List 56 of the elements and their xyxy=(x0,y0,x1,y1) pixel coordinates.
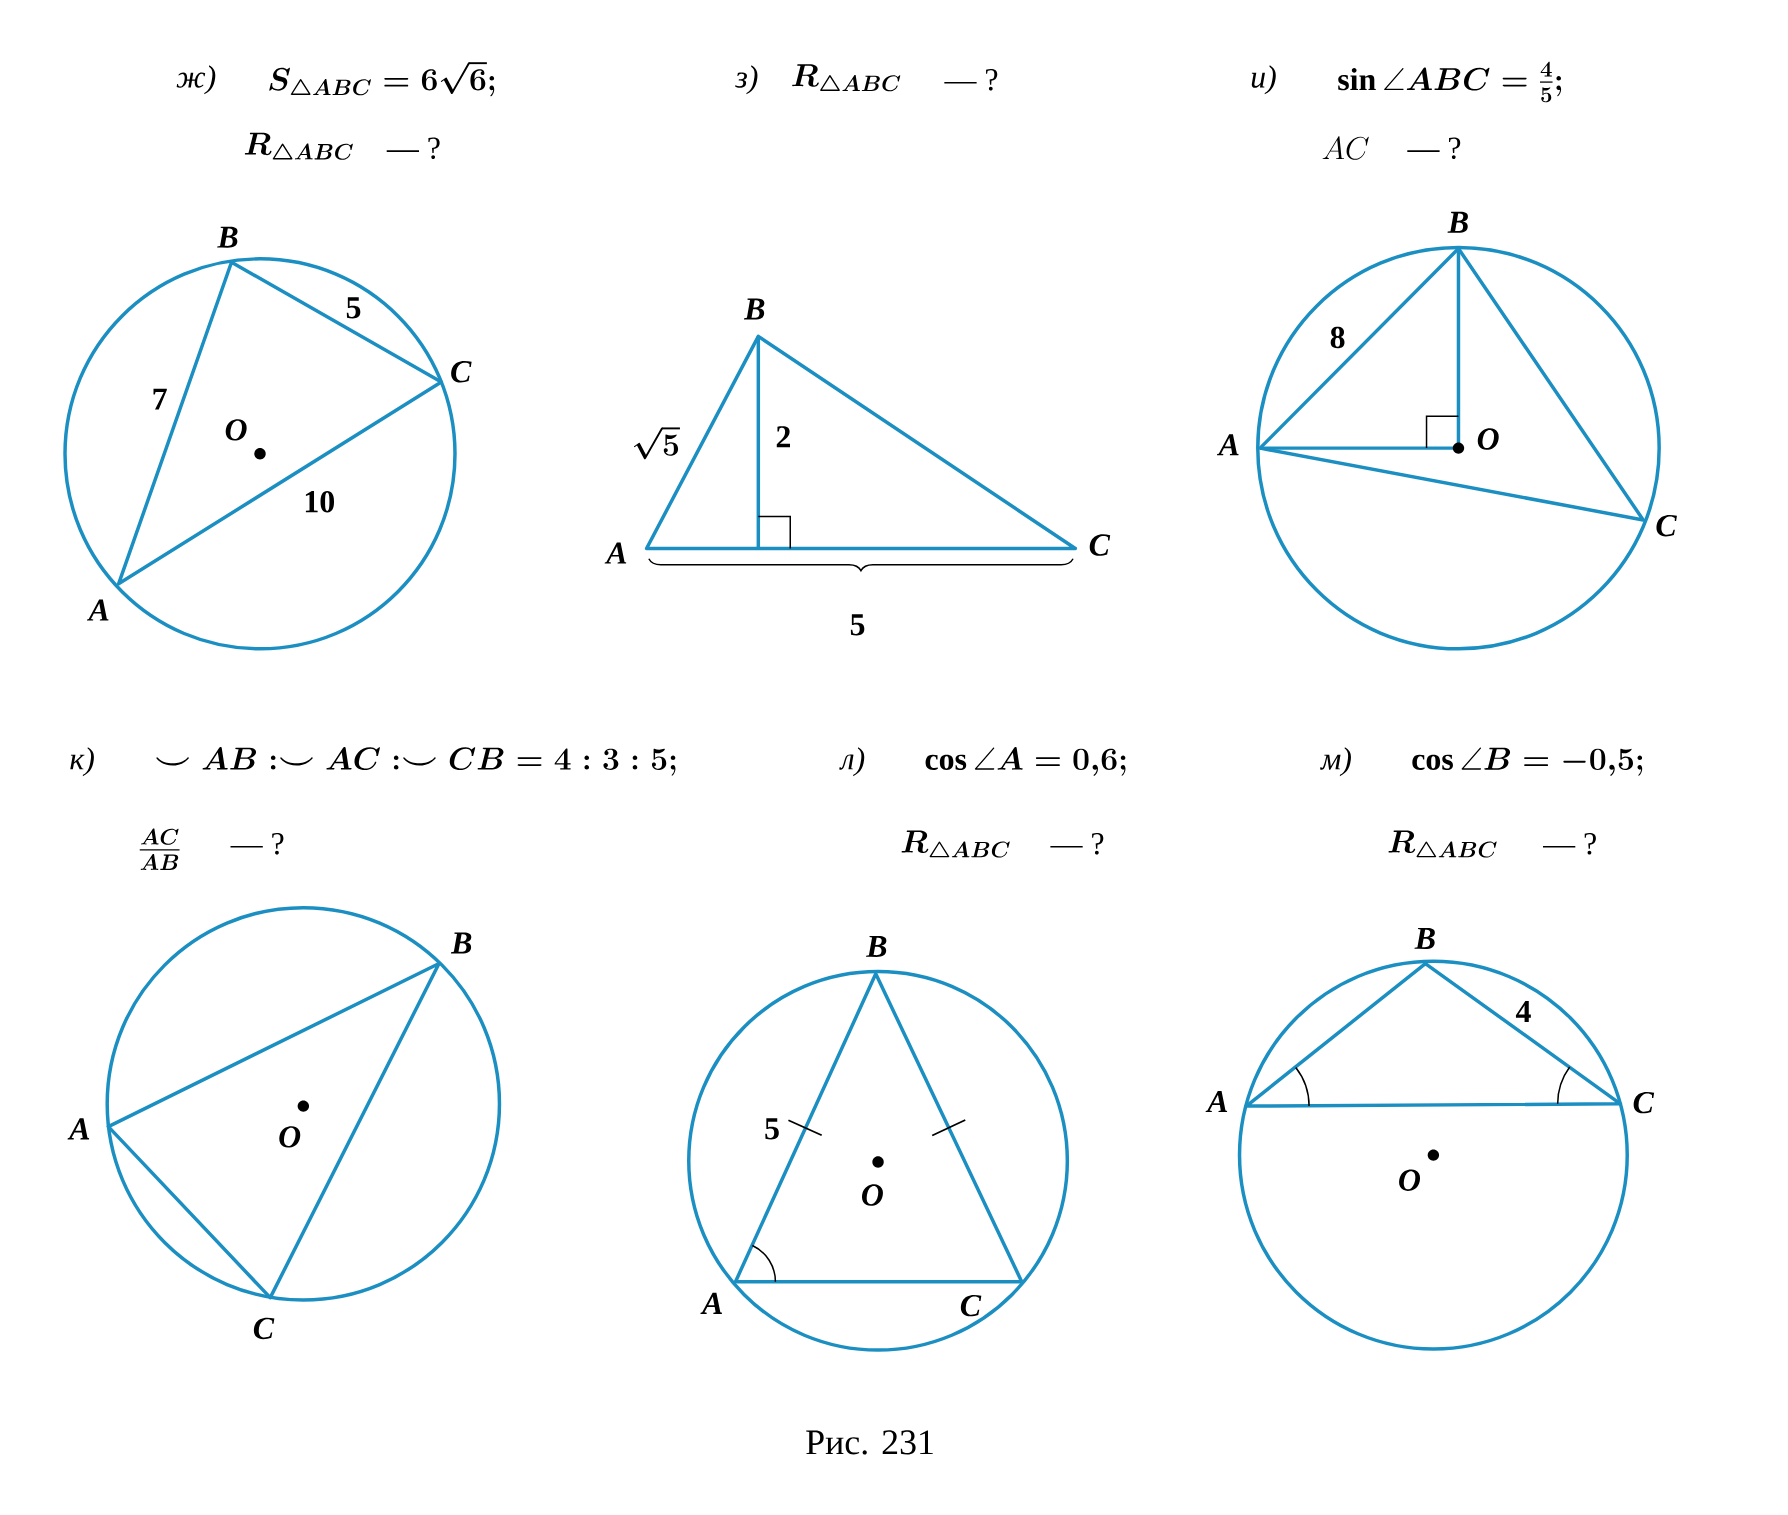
point-label: C xyxy=(1633,1091,1655,1114)
formula: $\cos\angle A=0{,}6;$ xyxy=(925,746,1126,776)
problem-letter: з) xyxy=(734,65,758,95)
formula: $S_{\triangle ABC}=6\sqrt{6};$ xyxy=(269,61,495,97)
point-label: O xyxy=(1477,428,1499,450)
point-label: C xyxy=(253,1317,275,1339)
formula: $R_{\triangle ABC}$ xyxy=(244,132,353,160)
point-label: B xyxy=(217,226,238,248)
formula: $R_{\triangle ABC}$ xyxy=(792,64,901,92)
point-label: C xyxy=(1089,534,1111,556)
question-text: — ? xyxy=(1407,137,1461,159)
length-label: 2 xyxy=(776,425,790,448)
length-label: 10 xyxy=(305,490,334,513)
problem-letter: м) xyxy=(1320,747,1351,776)
formula: $AC$ xyxy=(1322,136,1369,160)
problem-letter: ж) xyxy=(176,65,216,95)
length-label: 5 xyxy=(346,297,361,319)
point-label: A xyxy=(1217,433,1239,455)
point-label: C xyxy=(451,360,472,383)
point-label: A xyxy=(1205,1090,1228,1112)
caption: Рис. 231 xyxy=(806,1430,933,1455)
question-text: — ? xyxy=(230,832,284,855)
point-label: O xyxy=(862,1184,883,1206)
length-label: 5 xyxy=(765,1118,779,1140)
point-label: B xyxy=(743,298,765,320)
point-label: O xyxy=(1399,1169,1421,1191)
point-label: A xyxy=(700,1292,722,1314)
problem-letter: и) xyxy=(1251,65,1276,95)
formula: $\cos\angle B=-0{,}5;$ xyxy=(1412,747,1643,776)
length-label: 7 xyxy=(153,388,167,410)
point-label: C xyxy=(1656,514,1677,537)
point-label: B xyxy=(1414,927,1435,949)
point-label: A xyxy=(604,542,627,564)
problem-letter: к) xyxy=(70,747,94,776)
length-label: 5 xyxy=(850,614,865,636)
point-label: O xyxy=(279,1125,301,1148)
formula: $\frac{AC}{AB}$ xyxy=(139,828,180,870)
formula: $\smile AB:\smile AC:\smile CB=4:3:5;$ xyxy=(156,746,676,776)
point-label: O xyxy=(225,418,247,441)
formula: $\sin\angle ABC=\frac{4}{5};$ xyxy=(1338,61,1562,103)
point-label: B xyxy=(1447,211,1468,233)
question-text: — ? xyxy=(1050,832,1104,855)
question-text: — ? xyxy=(1543,832,1596,855)
formula: $R_{\triangle ABC}$ xyxy=(901,830,1010,858)
problem-letter: л) xyxy=(839,747,865,776)
point-label: A xyxy=(67,1118,90,1140)
question-text: — ? xyxy=(944,68,998,91)
formula: $\sqrt{5}$ xyxy=(633,427,680,460)
formula: $R_{\triangle ABC}$ xyxy=(1388,830,1497,858)
point-label: C xyxy=(960,1294,982,1317)
question-text: — ? xyxy=(386,137,440,159)
point-label: A xyxy=(86,599,109,621)
length-label: 4 xyxy=(1515,1000,1531,1022)
length-label: 8 xyxy=(1330,326,1345,349)
point-label: B xyxy=(866,935,887,957)
point-label: B xyxy=(450,932,472,954)
